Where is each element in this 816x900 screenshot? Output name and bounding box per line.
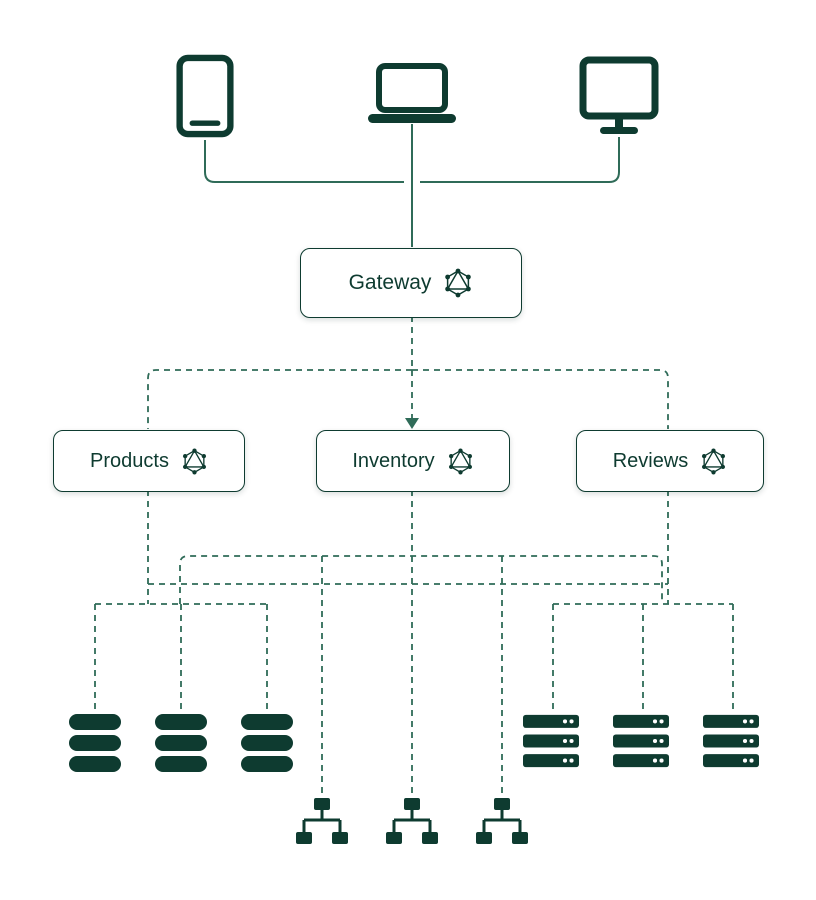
database-icon: [69, 714, 121, 772]
graphql-logo-icon: [448, 448, 472, 474]
client-desktop-connector: [420, 137, 620, 183]
gateway-node: Gateway: [300, 248, 522, 318]
laptop-icon: [367, 63, 457, 123]
cross-bus-upper: [179, 555, 663, 604]
subgraph-inventory-node: Inventory: [316, 430, 510, 492]
server-icon: [523, 714, 579, 768]
database-icon: [155, 714, 207, 772]
server-icon: [703, 714, 759, 768]
graphql-logo-icon: [445, 268, 472, 298]
arrowhead-icon: [405, 418, 419, 429]
subgraph-reviews-node: Reviews: [576, 430, 764, 492]
network-icon: [381, 798, 443, 848]
tablet-icon: [176, 54, 234, 138]
gateway-label: Gateway: [348, 271, 432, 294]
network-icon: [291, 798, 353, 848]
subgraph-reviews-label: Reviews: [612, 449, 689, 472]
graphql-logo-icon: [182, 448, 206, 474]
subgraph-inventory-label: Inventory: [352, 449, 435, 472]
database-icon: [241, 714, 293, 772]
subgraph-products-label: Products: [90, 449, 169, 472]
client-tablet-connector: [204, 140, 404, 183]
server-icon: [613, 714, 669, 768]
graphql-logo-icon: [702, 448, 726, 474]
desktop-icon: [579, 56, 659, 136]
gateway-reviews-line: [412, 369, 669, 429]
subgraph-products-node: Products: [53, 430, 245, 492]
gateway-products-line: [147, 369, 412, 429]
network-icon: [471, 798, 533, 848]
